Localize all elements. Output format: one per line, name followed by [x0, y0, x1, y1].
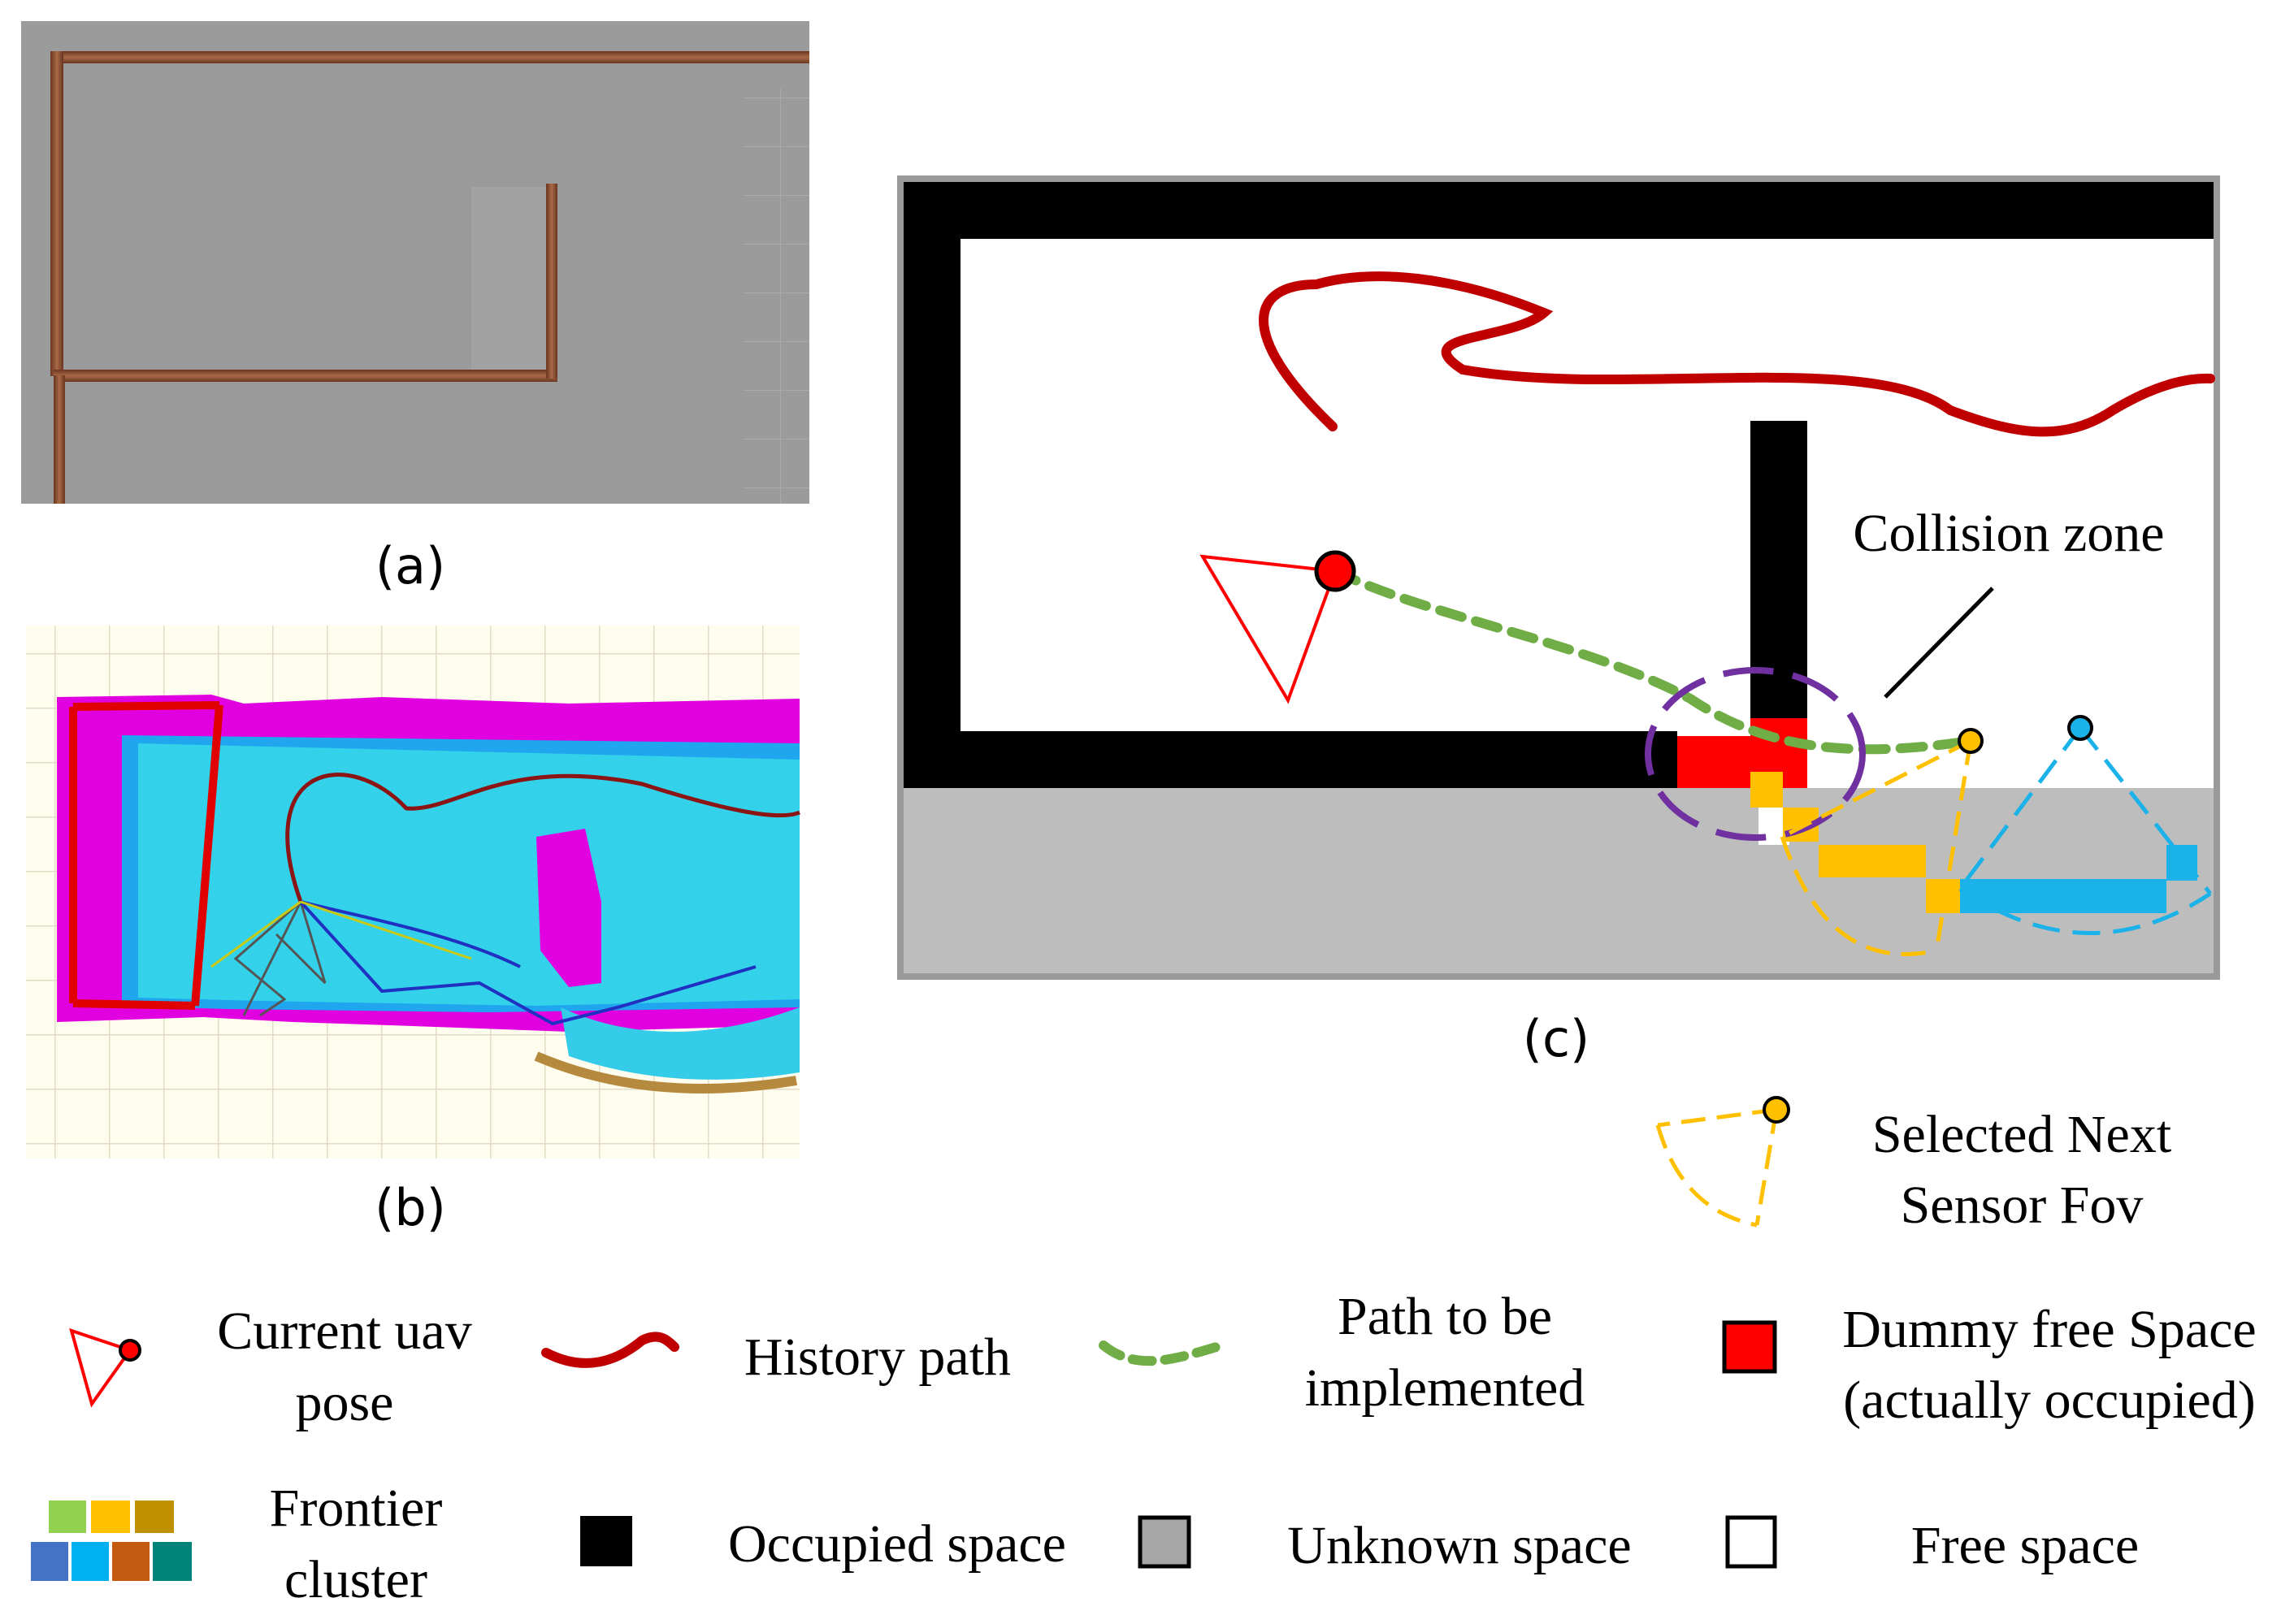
- legend-frontier-cluster: Frontier cluster: [31, 1479, 442, 1609]
- candidate-viewpoint: [2067, 715, 2093, 741]
- legend-planned-path-line1: Path to be: [1338, 1287, 1552, 1346]
- collision-zone: [1645, 667, 1866, 841]
- selected-viewpoint: [1958, 728, 1984, 754]
- legend-free: Free space: [1725, 1515, 2139, 1575]
- legend-history-path-text: History path: [744, 1327, 1011, 1387]
- panel-c-caption: (c): [1523, 1009, 1589, 1068]
- panel-c-schematic: Collision zone (c): [897, 175, 2220, 1068]
- candidate-fov-region: [1958, 726, 2212, 936]
- legend-current-uav-line1: Current uav: [217, 1301, 471, 1361]
- panel-a-simulation: (a): [21, 21, 809, 595]
- bottom-wall: [904, 731, 1677, 788]
- dummy-free-swatch: [1722, 1320, 1777, 1374]
- left-wall: [904, 182, 961, 788]
- legend-current-uav-line2: pose: [296, 1373, 394, 1432]
- frontier-cell: [1926, 879, 1960, 913]
- frontier-cell: [1960, 879, 2166, 913]
- history-path-icon: [541, 1332, 679, 1368]
- planned-path: [1330, 566, 1975, 755]
- uav-pose-icon: [69, 1327, 133, 1408]
- legend-selected-fov: Selected Next Sensor Fov: [1655, 1096, 2171, 1235]
- legend-current-uav: Current uav pose: [69, 1301, 472, 1432]
- legend-dummy-free-line1: Dummy free Space: [1842, 1300, 2256, 1359]
- legend-history-path: History path: [541, 1327, 1011, 1387]
- uav-pose: [1314, 550, 1356, 592]
- legend-frontier-line1: Frontier: [270, 1479, 443, 1538]
- panel-b-map: (b): [26, 626, 800, 1237]
- planned-path-icon: [1099, 1339, 1232, 1366]
- legend-occupied-text: Occupied space: [728, 1514, 1066, 1574]
- history-path: [1259, 271, 2215, 437]
- frontier-cell: [1819, 845, 1893, 877]
- frontier-cell: [1750, 772, 1783, 808]
- legend-free-text: Free space: [1911, 1516, 2139, 1575]
- occupied-swatch: [580, 1516, 632, 1566]
- free-swatch: [1725, 1515, 1777, 1569]
- legend-unknown: Unknown space: [1138, 1515, 1632, 1575]
- unknown-swatch: [1138, 1515, 1191, 1569]
- selected-fov-region: [1780, 738, 1973, 956]
- legend-frontier-line2: cluster: [284, 1550, 427, 1609]
- legend-occupied: Occupied space: [580, 1514, 1066, 1574]
- annotation-leader: [1884, 587, 1994, 699]
- panel-a-caption: (a): [375, 536, 445, 595]
- frontier-cell: [2166, 845, 2197, 881]
- legend-planned-path-line2: implemented: [1305, 1358, 1585, 1418]
- uav-fov: [1199, 554, 1338, 704]
- legend-unknown-text: Unknown space: [1287, 1516, 1631, 1575]
- legend-selected-fov-line1: Selected Next: [1872, 1105, 2171, 1164]
- legend-selected-fov-line2: Sensor Fov: [1901, 1176, 2144, 1235]
- collision-zone-label: Collision zone: [1853, 504, 2164, 563]
- legend-dummy-free: Dummy free Space (actually occupied): [1722, 1300, 2257, 1430]
- frontier-cell: [1893, 845, 1926, 877]
- dummy-free-cell: [1677, 736, 1750, 788]
- selected-fov-icon: [1655, 1107, 1779, 1228]
- panel-b-caption: (b): [375, 1178, 446, 1237]
- legend-planned-path: Path to be implemented: [1099, 1287, 1585, 1418]
- legend-dummy-free-line2: (actually occupied): [1843, 1371, 2256, 1430]
- top-wall: [904, 182, 2214, 239]
